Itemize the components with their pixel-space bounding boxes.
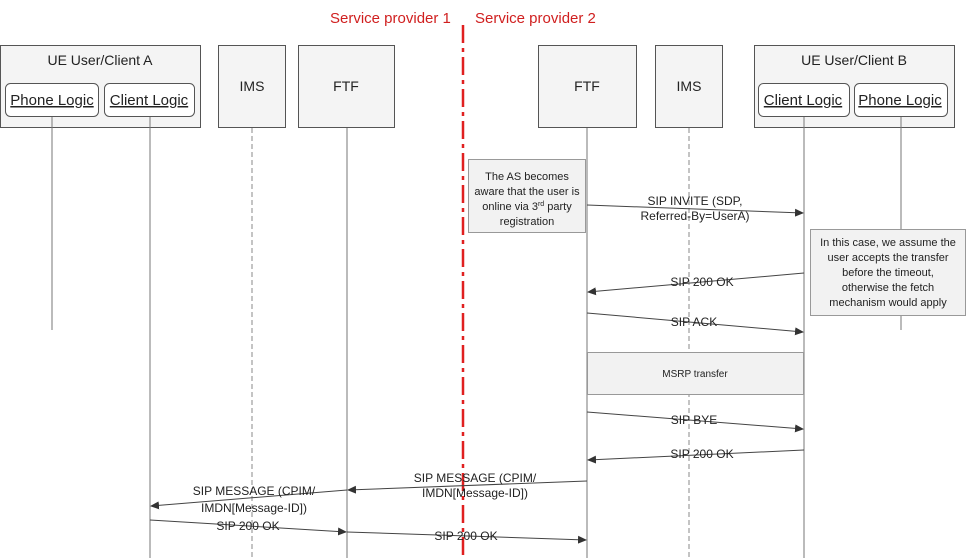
phone-logic-b-label: Phone Logic — [858, 92, 942, 109]
note-as-aware-line2: aware that the user is — [474, 186, 580, 198]
arrow-sip-200-ok-2 — [587, 449, 805, 464]
note-as-aware-box — [468, 159, 586, 233]
note-assume-line5: mechanism would apply — [829, 297, 947, 309]
label-sip-message-ftf-2: IMDN[Message-ID]) — [422, 486, 528, 500]
ftf-a-box — [298, 45, 395, 128]
label-msrp-transfer: MSRP transfer — [662, 369, 728, 380]
note-assume-accept: In this case, we assume the user accepts… — [810, 229, 966, 316]
service-provider-2-label: Service provider 2 — [475, 10, 596, 27]
label-sip-invite-2: Referred-By=UserA) — [640, 209, 749, 223]
label-sip-message-client-a-2: IMDN[Message-ID]) — [201, 501, 307, 515]
label-sip-invite-1: SIP INVITE (SDP, — [648, 194, 743, 208]
arrow-sip-message-ftf — [347, 480, 588, 494]
ue-client-a: UE User/Client A Phone Logic Client Logi… — [0, 45, 201, 128]
ims-b-label: IMS — [677, 78, 702, 94]
arrow-sip-message-client-a — [150, 489, 348, 510]
service-provider-1-label: Service provider 1 — [330, 10, 451, 27]
msrp-transfer-box — [587, 352, 804, 395]
client-logic-b-label: Client Logic — [764, 92, 843, 109]
note-assume-line1: In this case, we assume the — [820, 237, 956, 249]
ims-a-box — [218, 45, 286, 128]
label-sip-200-ok-2: SIP 200 OK — [670, 447, 733, 461]
label-sip-message-client-a-1: SIP MESSAGE (CPIM/ — [193, 484, 316, 498]
note-as-aware-line1: The AS becomes — [485, 171, 569, 183]
client-logic-a-box — [104, 83, 195, 117]
ftf-b-box — [538, 45, 637, 128]
ims-b-box — [655, 45, 723, 128]
phone-logic-a-box — [5, 83, 99, 117]
note-assume-accept-box — [810, 229, 966, 316]
ims-a-label: IMS — [240, 78, 265, 94]
arrow-sip-200-ok-a — [149, 519, 347, 536]
label-sip-ack: SIP ACK — [671, 315, 717, 329]
label-sip-200-ok-a: SIP 200 OK — [216, 519, 279, 533]
note-assume-line4: otherwise the fetch — [842, 282, 934, 294]
phone-logic-b-box — [854, 83, 948, 117]
client-logic-a-label: Client Logic — [110, 92, 189, 109]
arrow-sip-bye — [586, 411, 804, 433]
note-as-aware-line3: online via 3rd party — [482, 201, 572, 213]
client-logic-b-box — [758, 83, 850, 117]
ftf-a-label: FTF — [333, 78, 359, 94]
arrow-sip-200-ok-1 — [587, 272, 805, 296]
phone-logic-a-label: Phone Logic — [10, 92, 94, 109]
ftf-b-label: FTF — [574, 78, 600, 94]
label-sip-200-ok-b: SIP 200 OK — [434, 529, 497, 543]
label-sip-message-ftf-1: SIP MESSAGE (CPIM/ — [414, 471, 537, 485]
arrow-sip-invite — [586, 204, 804, 217]
note-as-aware-line4: registration — [500, 216, 554, 228]
arrow-sip-200-ok-b — [346, 531, 587, 544]
ue-client-b: UE User/Client B Client Logic Phone Logi… — [754, 45, 955, 128]
arrow-sip-ack — [586, 312, 804, 336]
label-sip-bye: SIP BYE — [671, 413, 717, 427]
label-sip-200-ok-1: SIP 200 OK — [670, 275, 733, 289]
ue-client-a-title: UE User/Client A — [47, 52, 153, 68]
note-assume-line2: user accepts the transfer — [827, 252, 948, 264]
note-assume-line3: before the timeout, — [842, 267, 934, 279]
note-as-aware: The AS becomes aware that the user is on… — [468, 159, 586, 233]
ue-client-b-title: UE User/Client B — [801, 52, 907, 68]
